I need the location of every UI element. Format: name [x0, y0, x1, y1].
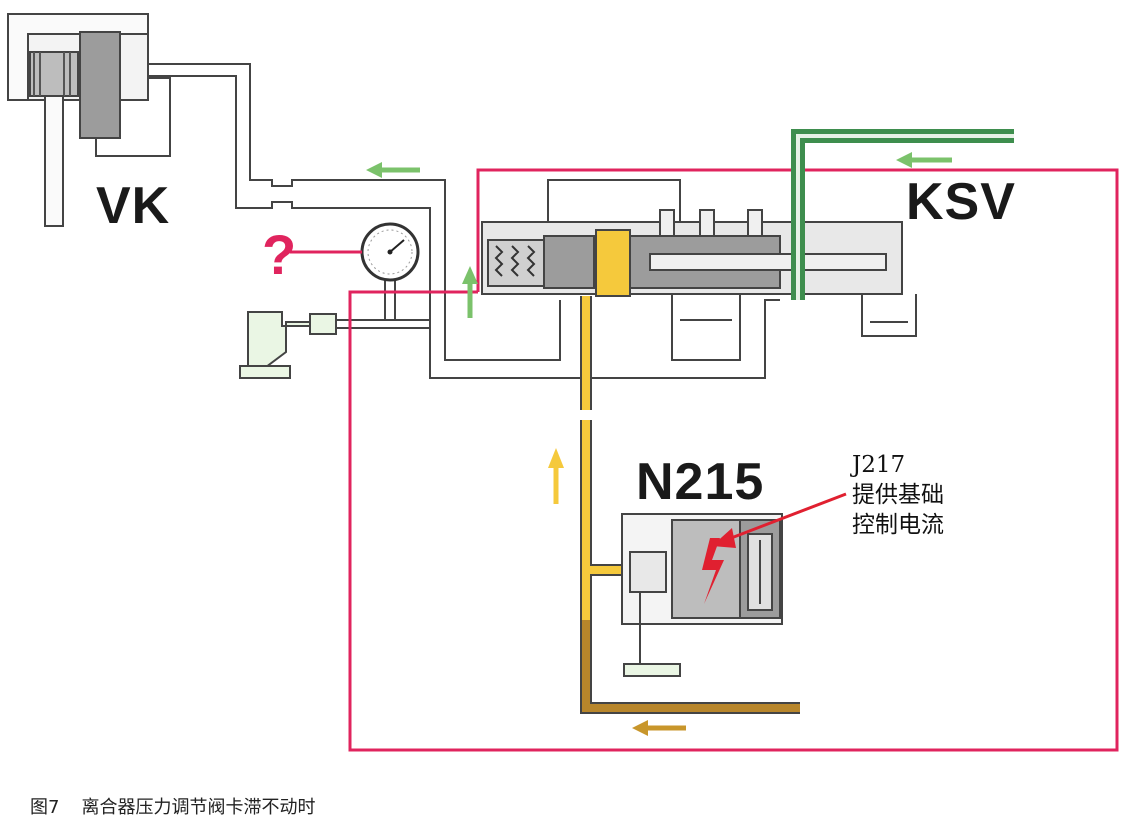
vk-label: VK — [96, 177, 171, 235]
flow-arrow-left-top — [366, 162, 420, 178]
n215-solenoid — [621, 513, 783, 677]
vk-cylinder — [7, 13, 171, 227]
annotation-line-1: J217 — [852, 452, 906, 478]
annotation-j217: J217 提供基础 控制电流 — [852, 450, 944, 540]
figure-number: 图7 — [30, 797, 60, 818]
annotation-line-2: 提供基础 — [852, 482, 944, 508]
highlight-frame — [348, 168, 1119, 752]
flow-arrow-up-green — [462, 266, 478, 318]
figure-title: 离合器压力调节阀卡滞不动时 — [81, 797, 316, 818]
pressure-regulating-valve — [481, 179, 917, 361]
vk-supply-lines — [148, 63, 780, 379]
ksv-label: KSV — [906, 173, 1016, 231]
flow-arrow-ksv — [896, 152, 952, 168]
figure-caption: 图7 离合器压力调节阀卡滞不动时 — [30, 793, 337, 819]
drain-fitting-left — [239, 311, 430, 379]
return-line — [580, 620, 800, 714]
flow-arrow-up-yellow — [548, 448, 564, 504]
ksv-line-core — [796, 134, 1014, 300]
return-line-fill — [582, 620, 800, 712]
lightning-icon — [702, 538, 724, 604]
pressure-gauge-icon — [360, 222, 420, 320]
n215-label: N215 — [636, 453, 765, 511]
annotation-line-3: 控制电流 — [852, 512, 944, 538]
flow-arrow-return — [632, 720, 686, 736]
question-mark: ? — [262, 223, 297, 286]
annotation-arrow — [712, 492, 847, 548]
